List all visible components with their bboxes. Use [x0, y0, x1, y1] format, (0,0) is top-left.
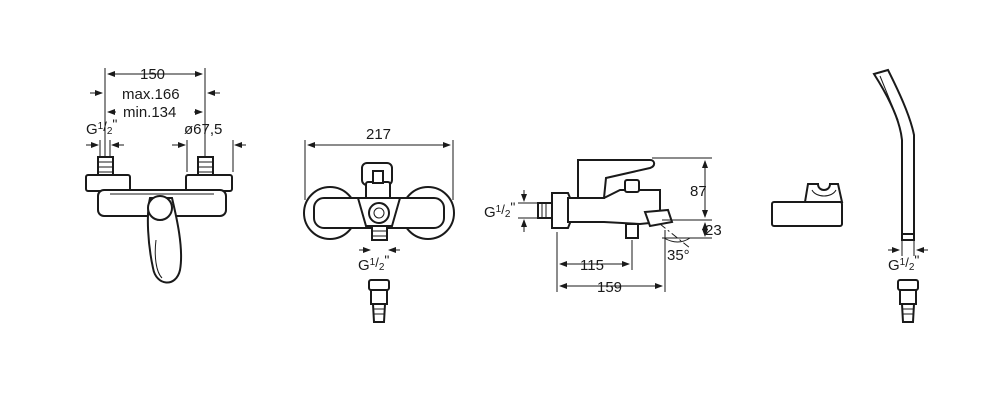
dim-profile-height: 87: [690, 183, 707, 200]
dim-front-max: max.166: [122, 86, 180, 103]
dim-front-diameter: ø67,5: [184, 121, 222, 138]
dim-front-min: min.134: [123, 104, 176, 121]
dim-profile-depth-2: 159: [597, 279, 622, 296]
dim-side-width: 217: [366, 126, 391, 143]
hand-shower: G1/2": [872, 68, 928, 323]
dim-profile-angle: 35°: [667, 247, 690, 264]
dim-front-width: 150: [140, 66, 165, 83]
front-view: 150 max.166 min.134 G1/2" ø67,5: [85, 66, 246, 284]
dim-side-thread: G1/2": [358, 252, 389, 274]
dim-profile-spout-height: 23: [705, 222, 722, 239]
side-view: 217 G1/2": [303, 126, 455, 323]
dim-shower-thread: G1/2": [888, 252, 919, 274]
wall-bracket: [771, 183, 844, 227]
dim-profile-depth-1: 115: [580, 257, 604, 274]
dim-front-thread: G1/2": [86, 116, 117, 138]
dim-profile-thread: G1/2": [484, 199, 515, 221]
profile-view: G1/2" 87 23 35°: [484, 157, 722, 296]
